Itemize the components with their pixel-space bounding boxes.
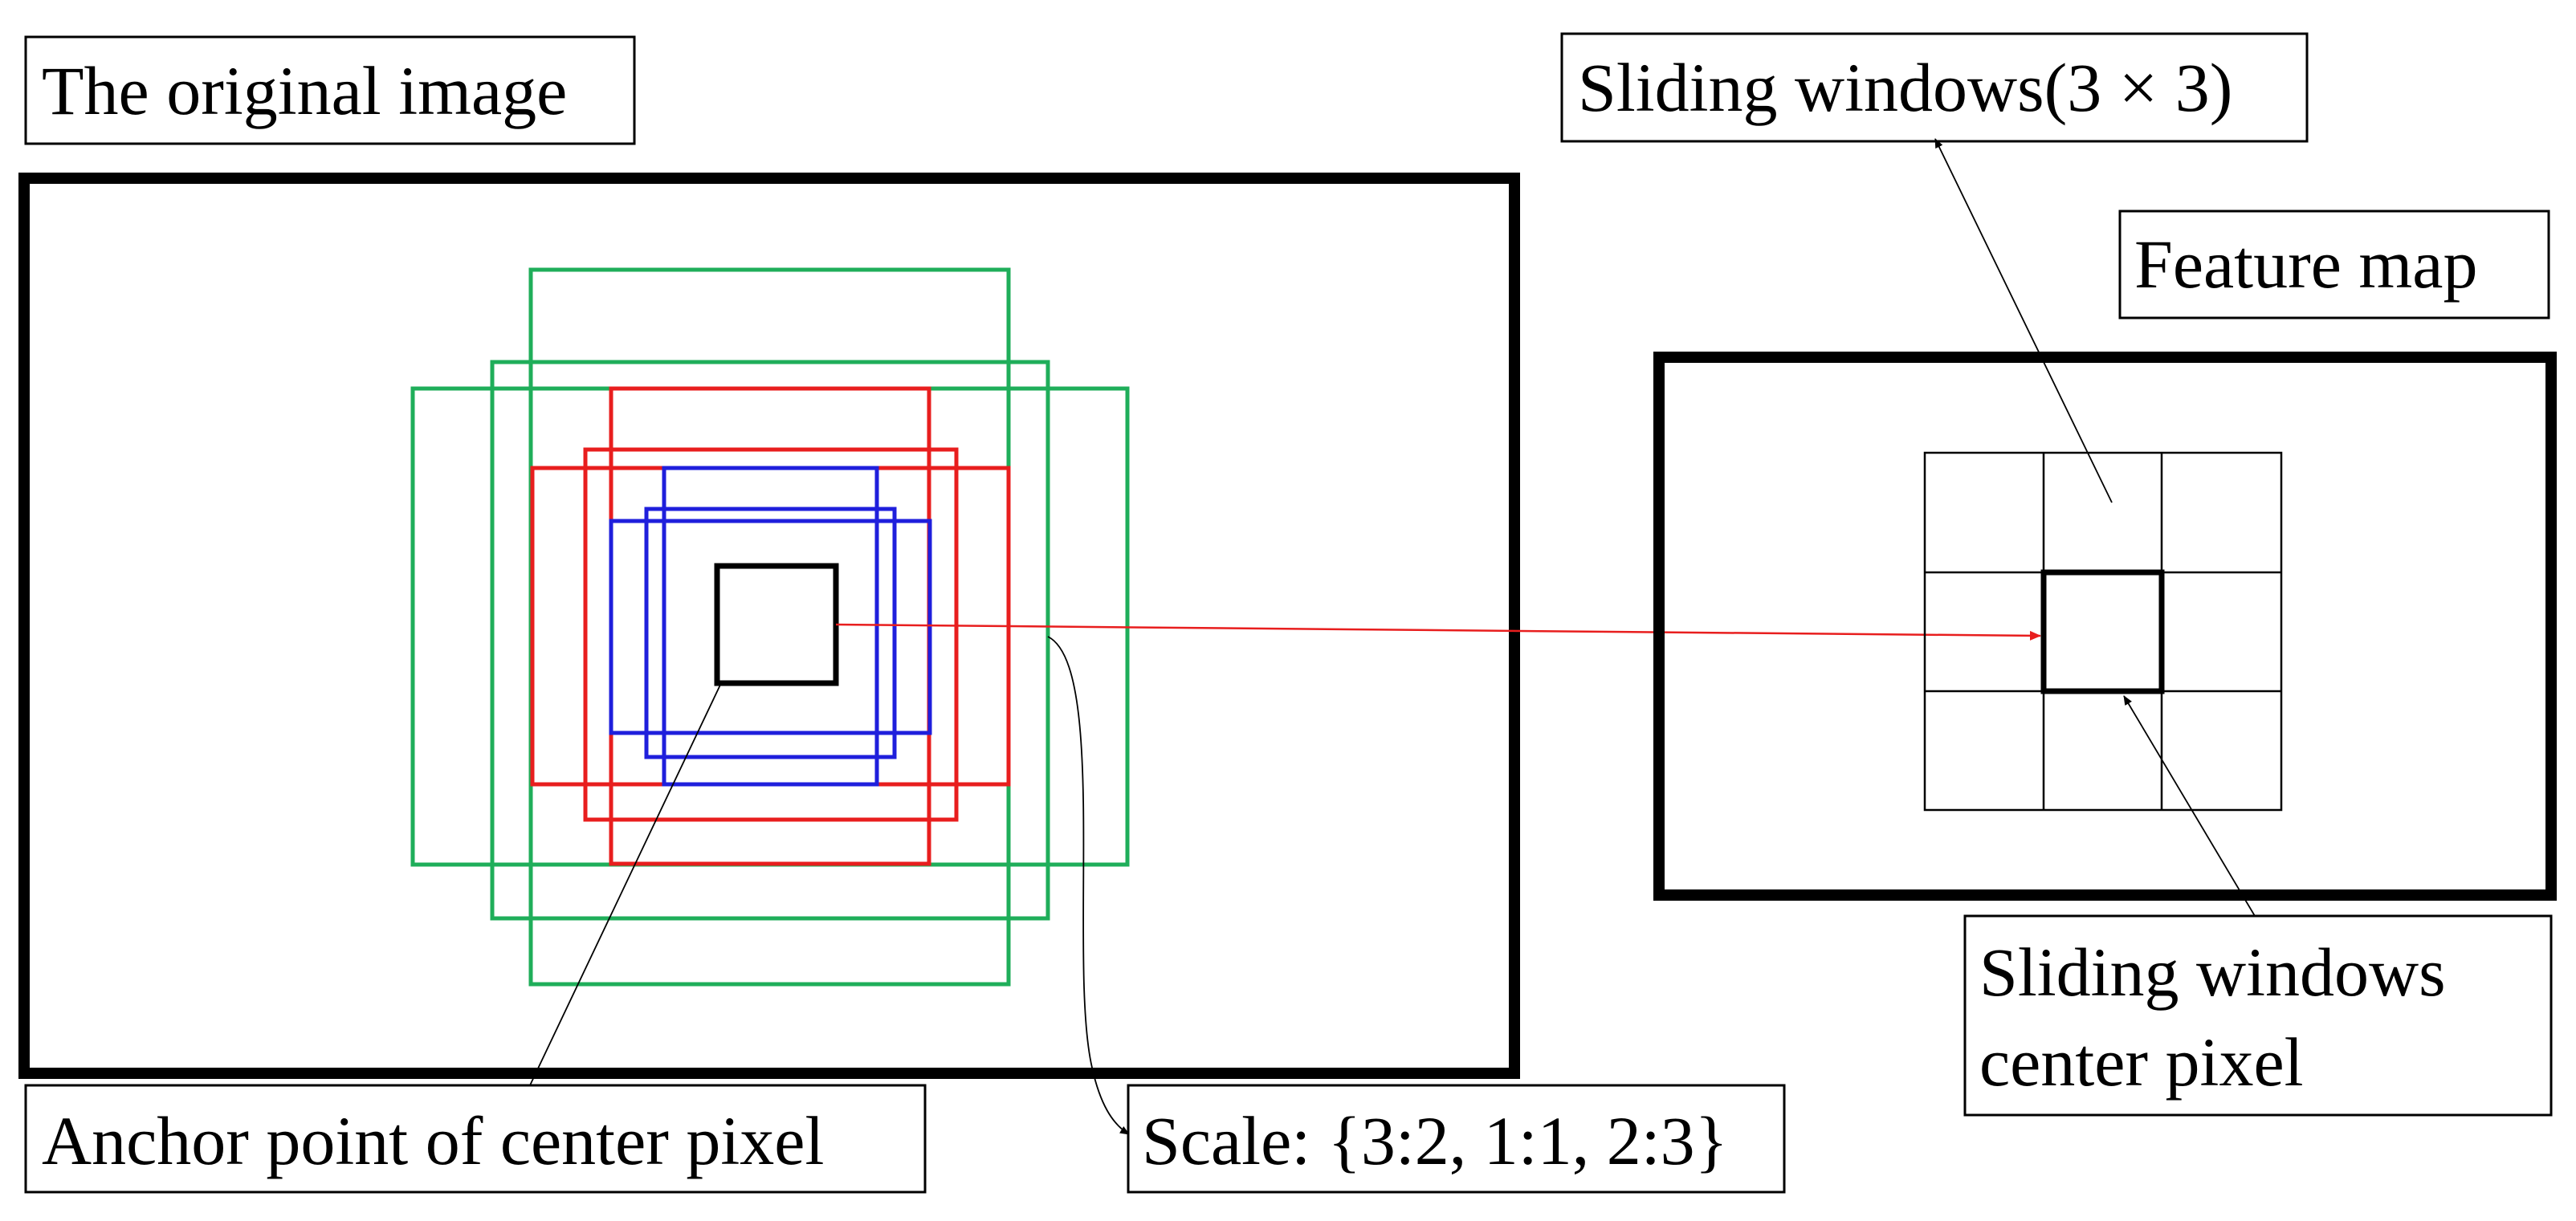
sliding-window-center-cell (2040, 569, 2165, 694)
sliding-windows-leader (1934, 138, 2113, 503)
feature-map-label: Feature map (2118, 210, 2550, 319)
sliding-windows-label-box (1560, 32, 2309, 143)
anchor-box-medium-tall (609, 386, 931, 866)
anchor-box-large-tall (528, 267, 1011, 987)
original-image-frame (18, 173, 1520, 1079)
scale-label: Scale: {3:2, 1:1, 2:3} (1127, 1084, 1786, 1194)
anchor-box-small-tall (662, 466, 879, 787)
anchor-box-medium-square (583, 447, 959, 822)
original-image-label-text: The original image (42, 52, 567, 129)
scale-leader (1047, 636, 1130, 1135)
small-scale-anchors (609, 466, 932, 787)
feature-map-label-box (2118, 210, 2550, 319)
scale-label-text: Scale: {3:2, 1:1, 2:3} (1142, 1102, 1728, 1179)
center-pixel-label-line1: Sliding windows (1979, 934, 2446, 1011)
center-pixel-leader (2123, 695, 2256, 917)
anchor-box-large-square (490, 360, 1050, 921)
anchor-center-pixel (714, 563, 839, 686)
feature-map-frame (1653, 352, 2557, 901)
grid-outline (1923, 451, 2283, 812)
center-pixel-label: Sliding windows center pixel (1963, 914, 2553, 1117)
feature-map-label-text: Feature map (2134, 226, 2477, 303)
anchor-box-small-wide (609, 519, 932, 735)
anchor-point-label: Anchor point of center pixel (24, 1084, 927, 1194)
center-pixel-label-box (1963, 914, 2553, 1117)
original-image-label-box (24, 35, 636, 145)
anchor-point-label-box (24, 1084, 927, 1194)
sliding-window-grid (1923, 451, 2283, 812)
sliding-windows-label: Sliding windows(3 × 3) (1560, 32, 2309, 143)
scale-label-box (1127, 1084, 1786, 1194)
anchor-point-label-text: Anchor point of center pixel (42, 1102, 824, 1179)
anchor-point-leader (529, 682, 722, 1086)
center-pixel-label-line2: center pixel (1979, 1024, 2304, 1101)
projection-arrow (835, 623, 2041, 641)
sliding-windows-label-text: Sliding windows(3 × 3) (1578, 49, 2232, 126)
anchor-box-small-square (644, 507, 897, 759)
original-image-label: The original image (24, 35, 636, 145)
